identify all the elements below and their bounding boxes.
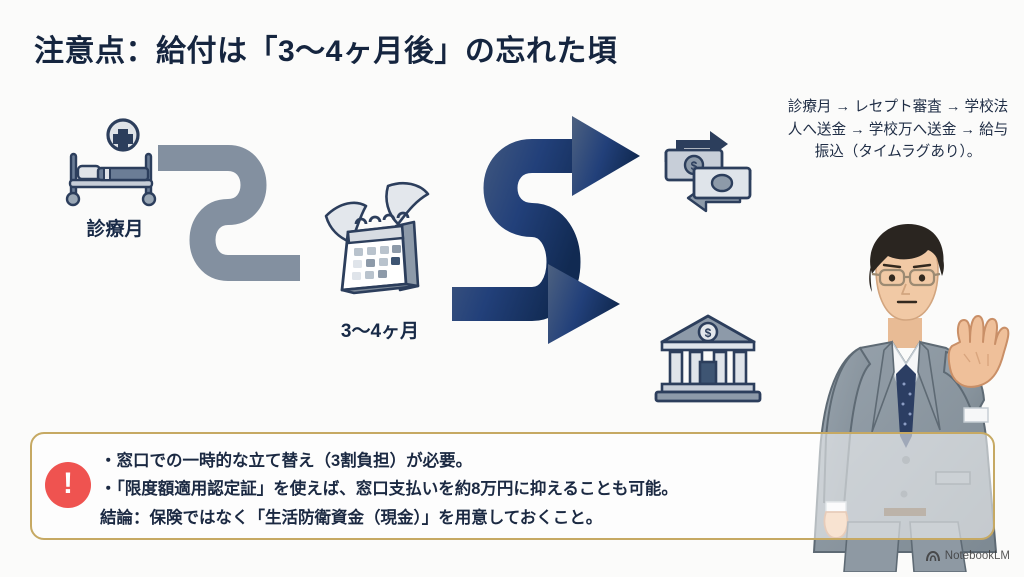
notebooklm-watermark: NotebookLM [925, 550, 1010, 562]
watermark-label: NotebookLM [944, 550, 1010, 562]
hospital-bed-icon [65, 118, 157, 207]
warning-callout-box [30, 432, 995, 540]
money-exchange-icon: $ [664, 131, 752, 213]
page-title: 注意点：給付は「3〜4ヶ月後」の忘れた頃 [34, 35, 618, 68]
process-note-text: 診療月 → レセプト審査 → 学校法人へ送金 → 学校万へ送金 → 給与振込（タ… [787, 99, 1009, 161]
connector-2-s-curve-split [440, 108, 655, 408]
connector-1-s-curve [150, 122, 330, 302]
flow-node-bank: $ [638, 312, 778, 404]
flow-node-money-transfer: $ [638, 118, 778, 223]
flow-node-treatment-month: 診療月 [40, 118, 190, 241]
alert-glyph: ! [63, 467, 73, 500]
flow-node-waiting-period: 3〜4ヶ月 [300, 180, 460, 343]
flow-node-label-treatment: 診療月 [86, 219, 144, 240]
bank-building-icon: $ [654, 314, 762, 403]
flow-diagram: 診療月 [0, 100, 790, 430]
notebooklm-logo-icon [925, 550, 940, 562]
calendar-icon [324, 181, 430, 295]
warning-text-block: ・窓口での一時的な立て替え（3割負担）が必要。 ・「限度額適用認定証」を使えば、… [100, 447, 780, 532]
flow-node-label-waiting: 3〜4ヶ月 [340, 321, 420, 342]
warning-line-3: 結論：保険ではなく「生活防衛資金（現金）」を用意しておくこと。 [100, 508, 603, 527]
svg-text:$: $ [691, 159, 698, 173]
svg-text:$: $ [705, 326, 712, 340]
warning-line-1: ・窓口での一時的な立て替え（3割負担）が必要。 [100, 452, 473, 470]
warning-line-2: ・「限度額適用認定証」を使えば、窓口支払いを約8万円に抑えることも可能。 [100, 480, 678, 499]
alert-exclamation-icon: ! [45, 462, 91, 508]
